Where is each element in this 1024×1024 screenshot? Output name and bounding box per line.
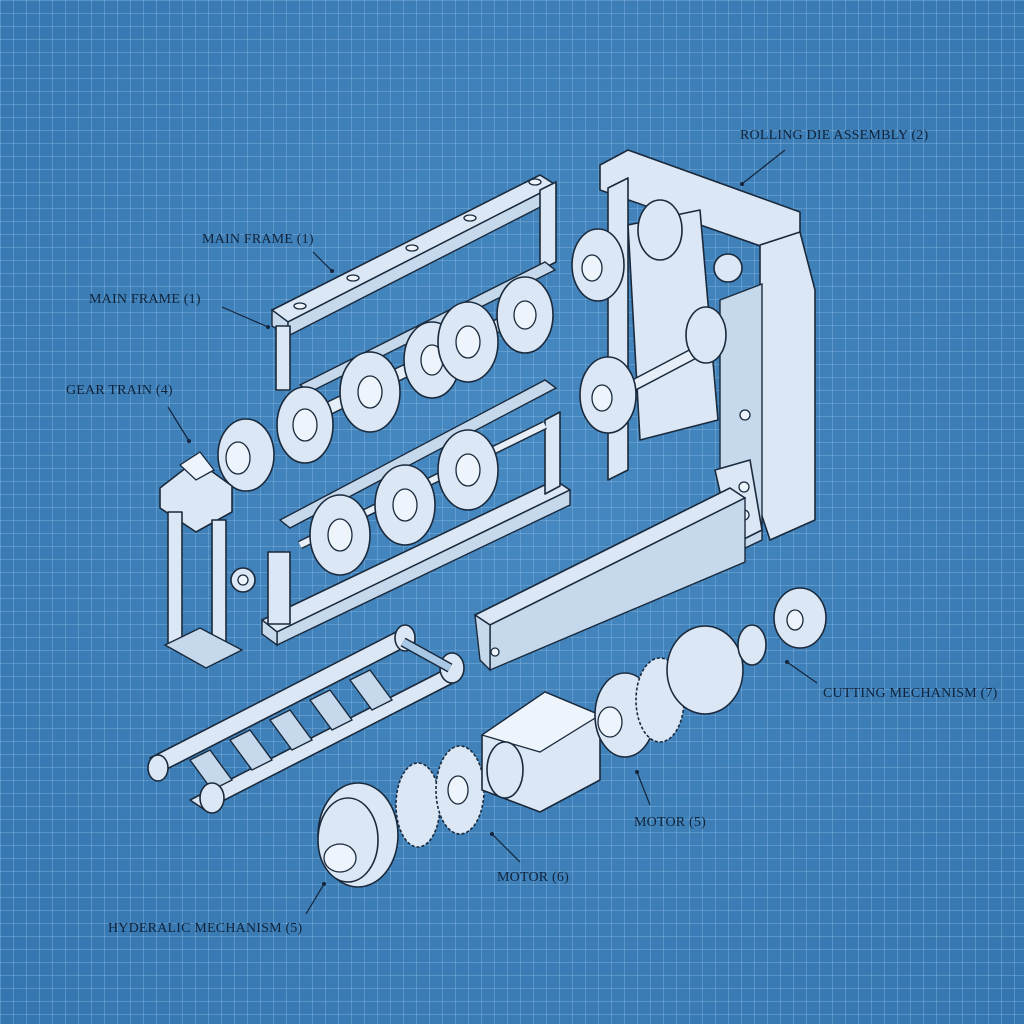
conveyor-ladder [147, 624, 465, 814]
label-gear-train: GEAR TRAIN (4) [66, 383, 173, 398]
label-main-frame-top: MAIN FRAME (1) [202, 232, 314, 247]
lower-roller-frame [261, 379, 571, 647]
rolling-die-assembly [571, 149, 816, 562]
gear-train [159, 418, 275, 669]
channel-rail [474, 487, 746, 672]
label-motor-upper: MOTOR (5) [634, 815, 706, 830]
upper-rollers [276, 276, 554, 464]
label-motor-lower: MOTOR (6) [497, 870, 569, 885]
drive-chain [317, 587, 827, 888]
leader-lines [167, 149, 818, 915]
label-hydraulic-mechanism: HYDERALIC MECHANISM (5) [108, 921, 303, 936]
label-cutting-mechanism: CUTTING MECHANISM (7) [823, 686, 998, 701]
label-main-frame-left: MAIN FRAME (1) [89, 292, 201, 307]
label-rolling-die-assembly: ROLLING DIE ASSEMBLY (2) [740, 128, 929, 143]
